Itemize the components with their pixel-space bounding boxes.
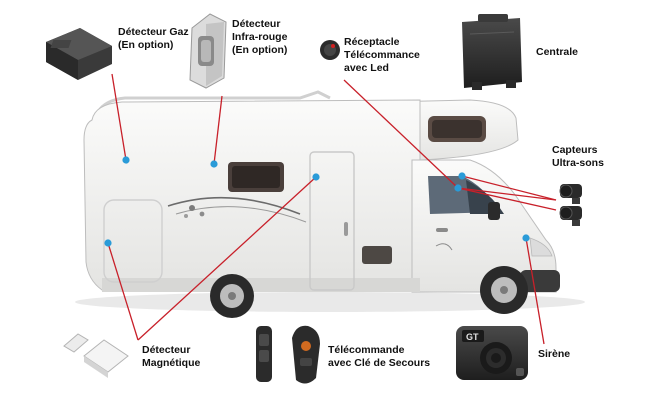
label-receptacle: Réceptacle Télécommance avec Led (344, 36, 420, 75)
leader-line-magnetic-a (137, 176, 317, 341)
infrared-detector-device-icon (189, 13, 227, 89)
leader-line-ultrasound-bottom (457, 187, 557, 211)
label-remote-control-line1: Télécommande (328, 344, 405, 356)
marker-dot-receptacle (454, 184, 462, 192)
remote-control-icon (256, 325, 320, 384)
siren-icon: GT (456, 326, 528, 380)
marker-dot-infrared (210, 160, 218, 168)
label-ultrasound-sensors-line2: Ultra-sons (552, 157, 604, 169)
leader-line-siren (525, 237, 545, 345)
label-receptacle-line2: Télécommance (344, 49, 420, 61)
marker-dot-cab (458, 172, 466, 180)
leader-line-magnetic-b (107, 242, 139, 341)
leader-line-gas (111, 73, 127, 161)
label-infrared-detector-line3: (En option) (232, 44, 288, 56)
label-gas-detector-line2: (En option) (118, 39, 174, 51)
leader-lines (107, 73, 557, 345)
label-remote-control: Télécommande avec Clé de Secours (328, 344, 430, 370)
label-receptacle-line3: avec Led (344, 62, 389, 74)
leader-line-ultrasound-upper (461, 175, 557, 201)
marker-dot-magnetic-door (312, 173, 320, 181)
label-ultrasound-sensors-line1: Capteurs (552, 144, 598, 156)
label-siren-line1: Sirène (538, 348, 571, 360)
label-remote-control-line2: avec Clé de Secours (328, 357, 431, 369)
label-infrared-detector-line2: Infra-rouge (232, 31, 288, 43)
label-magnetic-detector-line1: Détecteur (142, 344, 191, 356)
label-ultrasound-sensors: Capteurs Ultra-sons (552, 144, 604, 170)
marker-dot-magnetic-garage (104, 239, 112, 247)
leader-line-ultrasound-top (457, 187, 557, 201)
marker-dot-gas (122, 156, 130, 164)
label-gas-detector-line1: Détecteur Gaz (118, 26, 189, 38)
marker-dot-siren (522, 234, 530, 242)
label-receptacle-line1: Réceptacle (344, 36, 400, 48)
label-infrared-detector-line1: Détecteur (232, 18, 281, 30)
camper-van-image (75, 90, 585, 318)
marker-dots (104, 156, 530, 247)
label-central-unit: Centrale (536, 46, 578, 59)
label-magnetic-detector: Détecteur Magnétique (142, 344, 200, 370)
gas-detector-device-icon (46, 28, 112, 80)
receptacle-led-icon (320, 40, 340, 60)
magnetic-detector-icon (63, 333, 129, 378)
svg-text:GT: GT (466, 332, 479, 342)
label-gas-detector: Détecteur Gaz (En option) (118, 26, 189, 52)
ultrasound-sensor-icon (559, 184, 582, 226)
label-magnetic-detector-line2: Magnétique (142, 357, 201, 369)
label-central-unit-line1: Centrale (536, 46, 579, 58)
leader-line-receptacle (343, 79, 459, 189)
label-siren: Sirène (538, 348, 570, 361)
label-infrared-detector: Détecteur Infra-rouge (En option) (232, 18, 287, 57)
central-unit-icon (462, 14, 522, 90)
leader-line-infrared (213, 95, 223, 165)
